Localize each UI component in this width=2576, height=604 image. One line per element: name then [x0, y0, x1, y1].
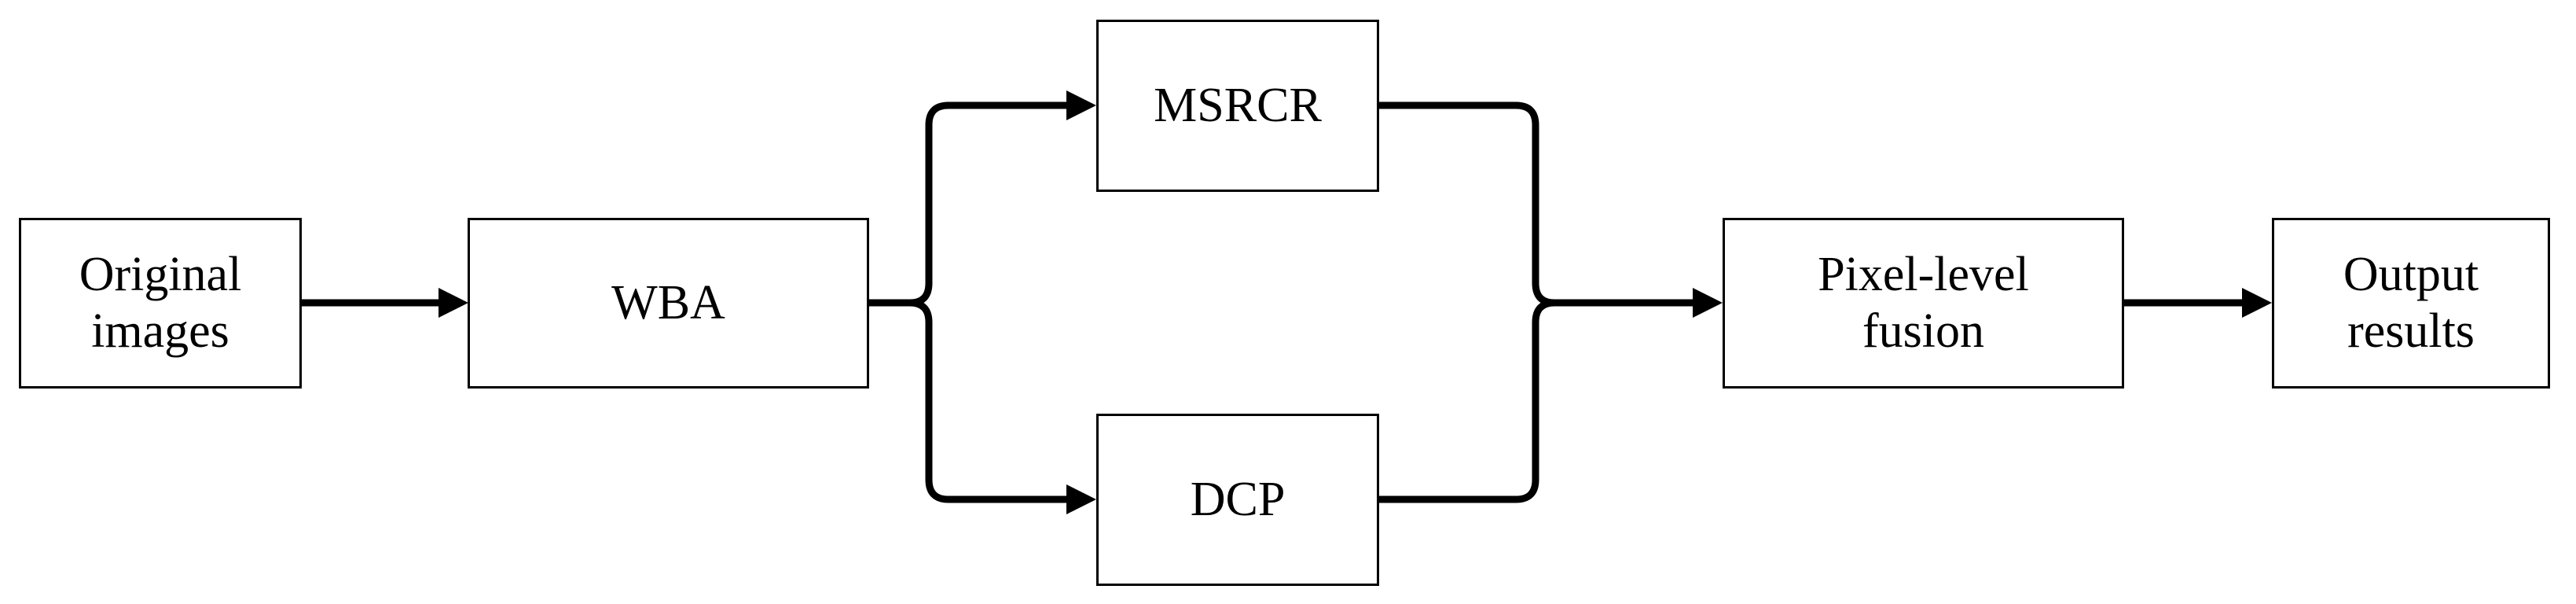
- node-output-results: Output results: [2272, 218, 2550, 389]
- connector-wba-to-dcp: [868, 299, 1069, 503]
- node-msrcr: MSRCR: [1096, 20, 1379, 192]
- connector-dcp-to-merge: [1378, 299, 1555, 503]
- node-original-images: Original images: [19, 218, 302, 389]
- connector-wba-to-msrcr: [868, 101, 1069, 307]
- node-dcp-label: DCP: [1190, 472, 1286, 526]
- node-msrcr-label: MSRCR: [1154, 78, 1322, 132]
- connector-msrcr-to-merge: [1378, 101, 1555, 307]
- node-dcp: DCP: [1096, 414, 1379, 586]
- arrowhead-to-msrcr: [1066, 90, 1096, 120]
- arrowhead-to-output: [2242, 288, 2272, 318]
- arrowhead-to-fusion: [1693, 288, 1723, 318]
- node-original-images-label-line2: images: [91, 304, 229, 358]
- arrowhead-original-to-wba: [439, 288, 468, 318]
- node-wba-label: WBA: [611, 275, 725, 330]
- node-output-results-label-line2: results: [2347, 304, 2475, 358]
- node-original-images-label-line1: Original: [79, 247, 242, 301]
- node-pixel-level-fusion-label-line1: Pixel-level: [1818, 247, 2029, 301]
- node-pixel-level-fusion-label-line2: fusion: [1862, 304, 1984, 358]
- node-output-results-label-line1: Output: [2343, 247, 2479, 301]
- node-wba: WBA: [468, 218, 869, 389]
- arrowhead-to-dcp: [1066, 484, 1096, 514]
- node-pixel-level-fusion: Pixel-level fusion: [1723, 218, 2124, 389]
